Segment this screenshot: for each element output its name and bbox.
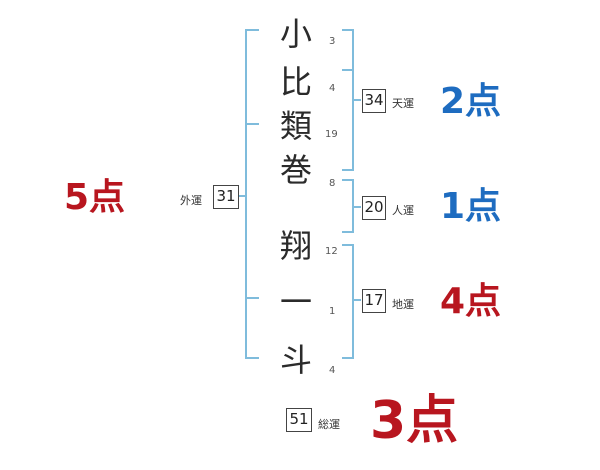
total-fortune-label: 総運 (318, 418, 340, 431)
total-fortune-score: 3点 (370, 391, 459, 451)
earth-fortune-score: 4点 (440, 281, 502, 322)
stroke-count-2: 4 (329, 83, 336, 94)
outer-fortune-score: 5点 (64, 177, 126, 218)
earth-fortune-bracket (342, 244, 354, 359)
stroke-count-4: 8 (329, 178, 336, 189)
name-char-6: 一 (279, 283, 312, 321)
earth-fortune-label: 地運 (392, 298, 414, 311)
name-char-4: 巻 (279, 151, 312, 189)
stroke-count-7: 4 (329, 365, 336, 376)
heaven-fortune-bracket (342, 29, 354, 171)
outer-fortune-value: 31 (213, 185, 239, 209)
name-char-5: 翔 (279, 227, 312, 265)
stroke-count-3: 19 (325, 129, 338, 140)
name-char-3: 類 (279, 107, 312, 145)
heaven-fortune-label: 天運 (392, 97, 414, 110)
stroke-count-6: 1 (329, 306, 336, 317)
outer-fortune-bracket (245, 29, 259, 359)
heaven-fortune-score: 2点 (440, 81, 502, 122)
name-char-2: 比 (279, 63, 312, 101)
stroke-count-1: 3 (329, 36, 336, 47)
name-char-7: 斗 (279, 341, 312, 379)
person-fortune-value: 20 (362, 196, 386, 220)
name-char-1: 小 (279, 15, 312, 53)
person-fortune-score: 1点 (440, 186, 502, 227)
earth-fortune-value: 17 (362, 289, 386, 313)
person-fortune-label: 人運 (392, 204, 414, 217)
heaven-fortune-value: 34 (362, 89, 386, 113)
outer-fortune-label: 外運 (180, 194, 202, 207)
person-fortune-bracket (342, 179, 354, 233)
stroke-count-5: 12 (325, 246, 338, 257)
total-fortune-value: 51 (286, 408, 312, 432)
